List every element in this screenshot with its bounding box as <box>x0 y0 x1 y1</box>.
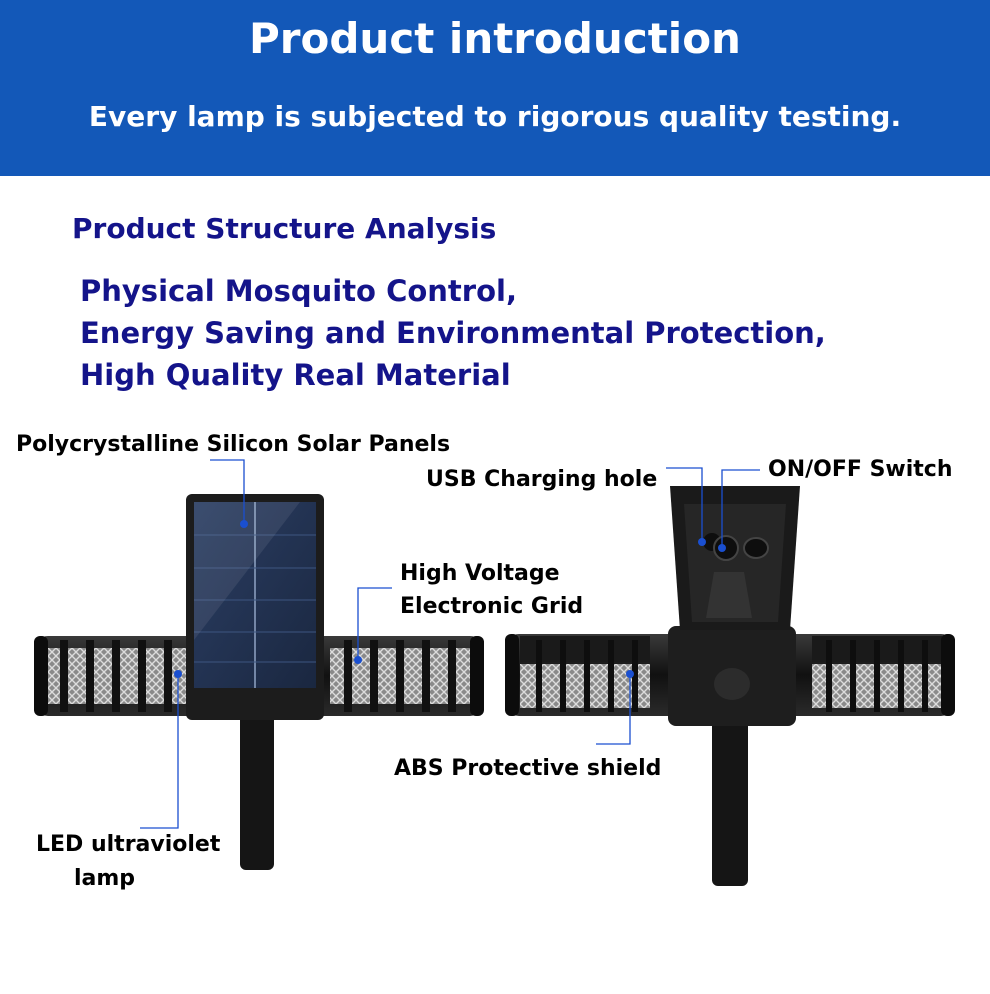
feature-item: High Quality Real Material <box>80 358 511 392</box>
label-abs-shield: ABS Protective shield <box>394 756 662 781</box>
page-subtitle: Every lamp is subjected to rigorous qual… <box>88 100 902 133</box>
page-title: Product introduction <box>249 14 741 63</box>
right-lamp <box>505 486 955 886</box>
label-switch: ON/OFF Switch <box>768 457 953 482</box>
label-high-voltage-line2: Electronic Grid <box>400 594 584 619</box>
right-stake <box>712 690 748 886</box>
feature-item: Physical Mosquito Control, <box>80 274 517 308</box>
label-usb-hole: USB Charging hole <box>426 467 658 492</box>
left-lamp <box>34 494 484 870</box>
left-stake <box>240 700 274 870</box>
header-banner: Product introduction Every lamp is subje… <box>0 0 990 176</box>
right-center-hub <box>668 626 796 726</box>
callout-lines <box>140 459 760 829</box>
section-title: Product Structure Analysis <box>72 212 497 245</box>
feature-item: Energy Saving and Environmental Protecti… <box>80 316 826 350</box>
panel-back <box>670 486 800 630</box>
label-led-line2: lamp <box>74 866 136 891</box>
callout-dots <box>174 520 726 678</box>
label-solar-panels: Polycrystalline Silicon Solar Panels <box>16 432 451 457</box>
label-led-line1: LED ultraviolet <box>36 832 221 857</box>
solar-panel <box>186 494 324 720</box>
label-high-voltage-line1: High Voltage <box>400 561 560 586</box>
